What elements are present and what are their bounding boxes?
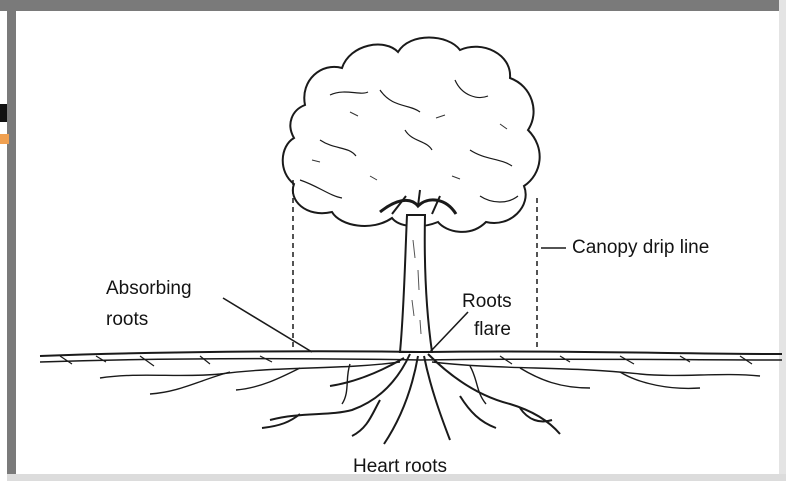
canopy <box>283 38 540 232</box>
heart-roots-label: Heart roots <box>353 455 447 478</box>
canopy-drip-line-label: Canopy drip line <box>572 236 709 259</box>
roots-flare-leader <box>430 312 468 352</box>
absorbing-roots-label-line2: roots <box>106 308 148 331</box>
absorbing-roots-leader <box>223 298 312 352</box>
roots-flare-label-line2: flare <box>474 318 511 341</box>
roots-flare-label-line1: Roots <box>462 290 512 313</box>
trunk <box>400 215 432 352</box>
ground-line <box>40 351 782 366</box>
absorbing-roots-label-line1: Absorbing <box>106 277 192 300</box>
